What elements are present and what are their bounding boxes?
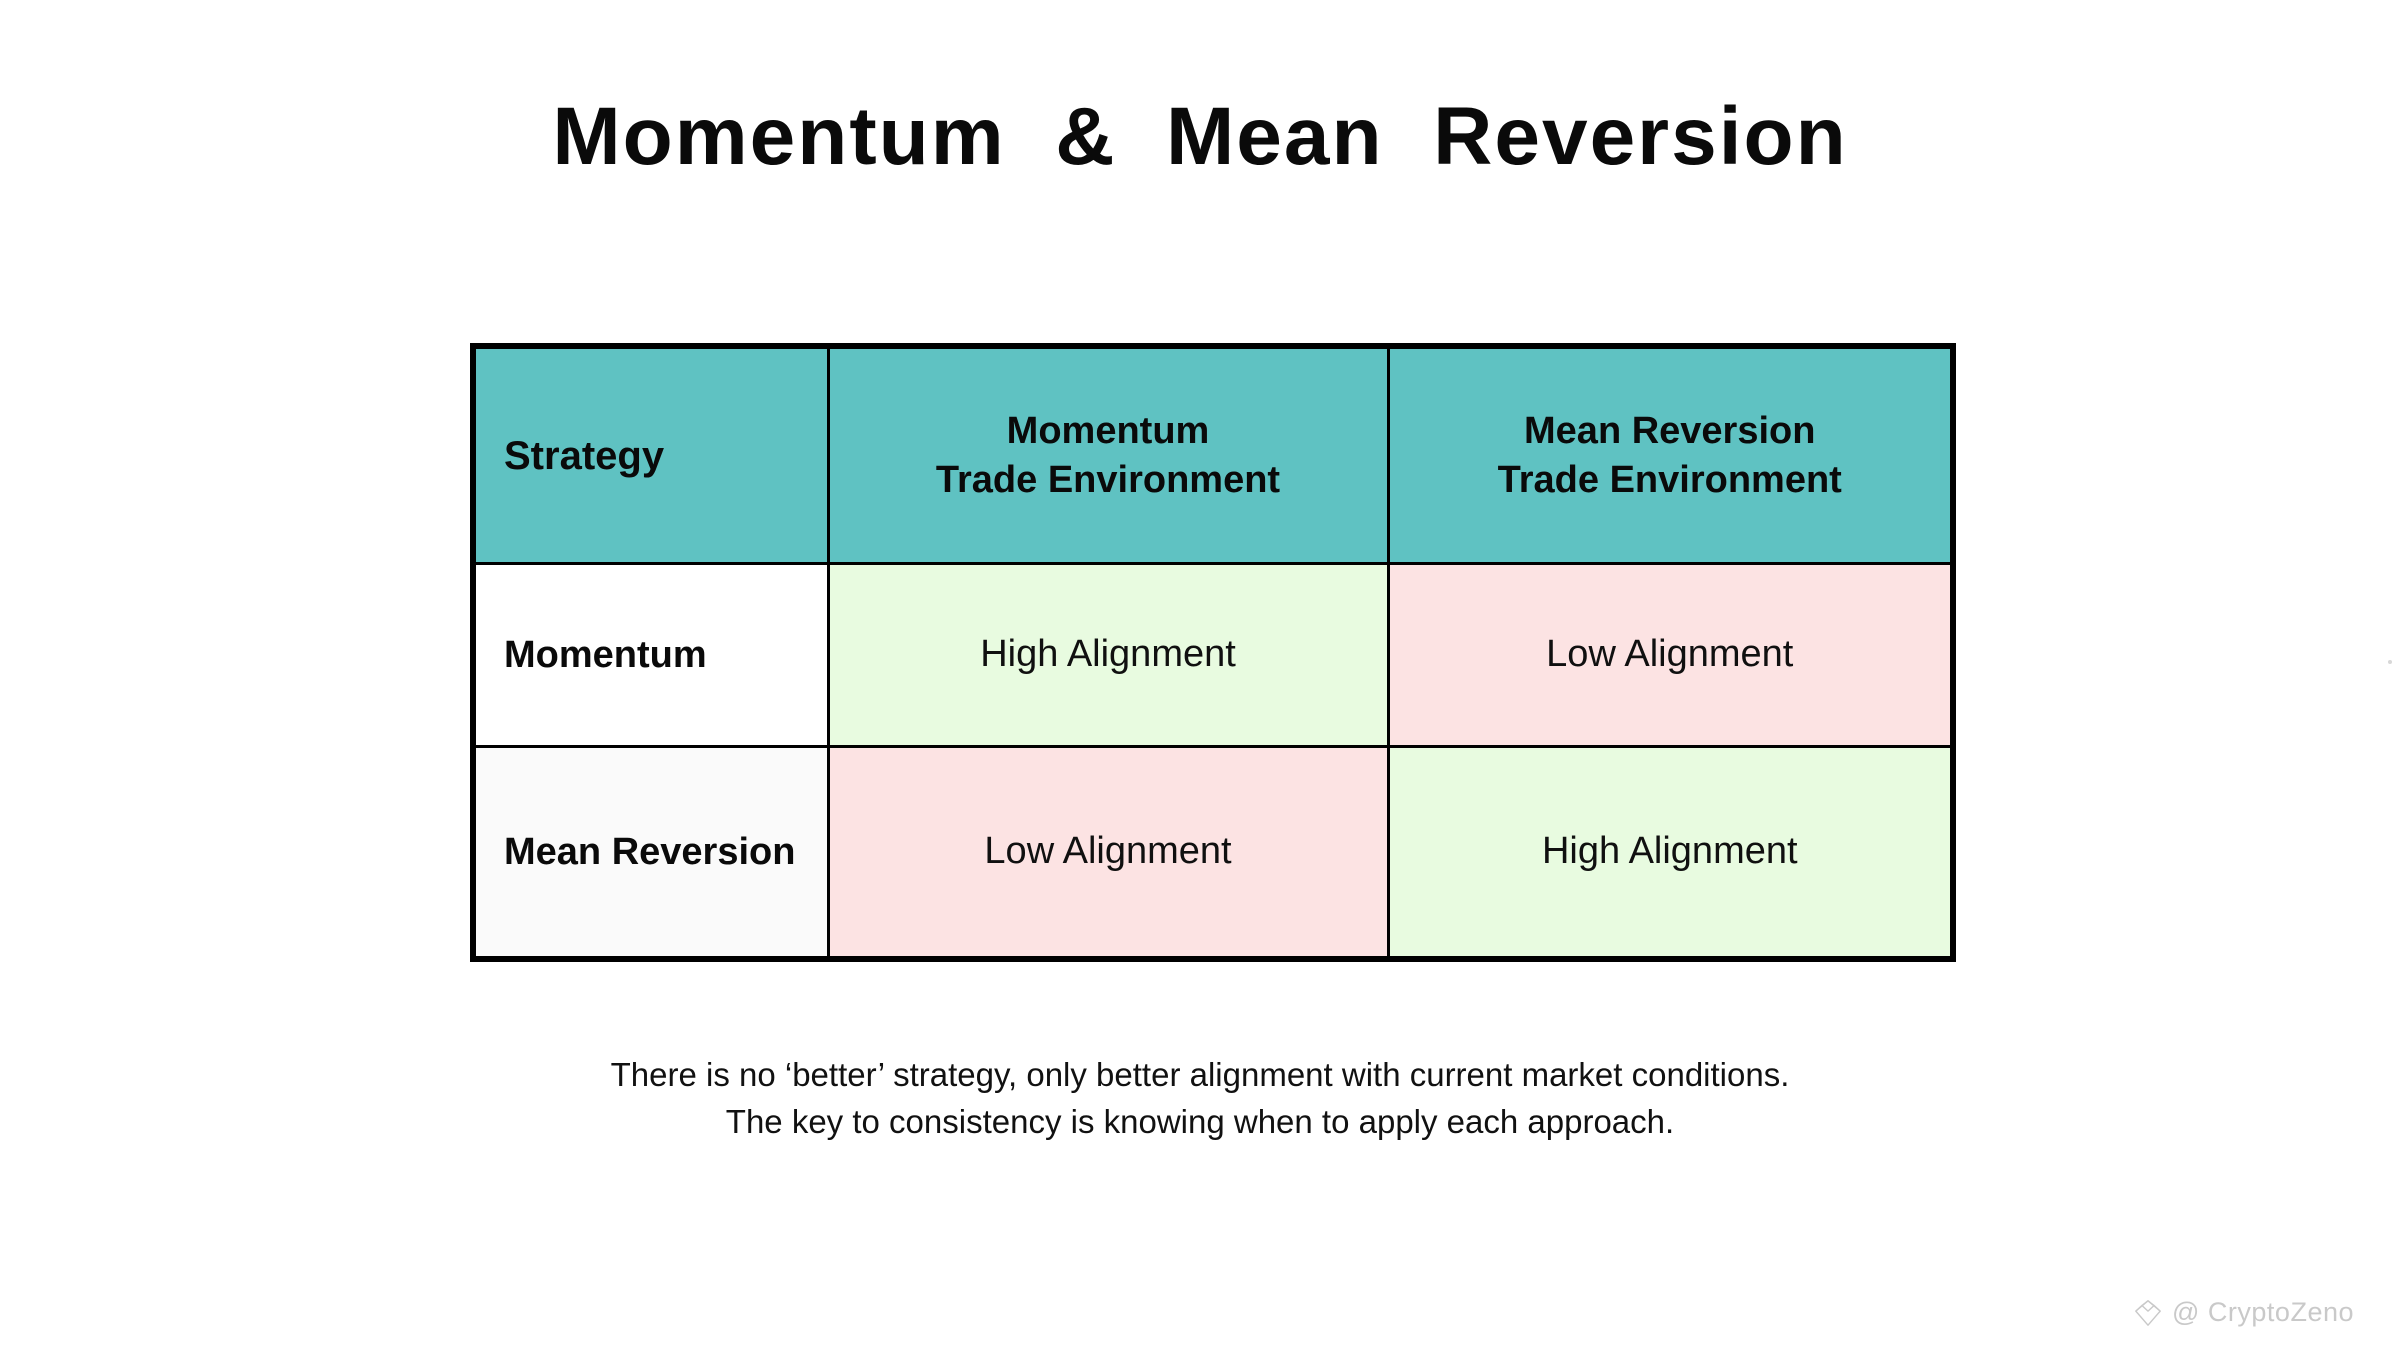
row-label-momentum: Momentum: [471, 562, 830, 748]
caption: There is no ‘better’ strategy, only bett…: [0, 1052, 2400, 1146]
column-header-momentum-line1: Momentum: [1006, 409, 1210, 452]
column-header-momentum-environment: Momentum Trade Environment: [826, 344, 1390, 565]
cell-mean-reversion-vs-momentum-env: Low Alignment: [826, 745, 1390, 961]
column-header-strategy: Strategy: [471, 344, 830, 565]
row-label-mean-reversion-line1: Mean: [504, 830, 602, 873]
column-header-mean-reversion-environment: Mean Reversion Trade Environment: [1386, 344, 1955, 565]
column-header-mean-reversion-line1: Mean Reversion: [1524, 409, 1816, 452]
column-header-mean-reversion-line2: Trade Environment: [1497, 458, 1842, 501]
watermark-handle: @ CryptoZeno: [2172, 1297, 2354, 1327]
row-label-mean-reversion-line2: Reversion: [611, 830, 796, 873]
table-header-row: Strategy Momentum Trade Environment Mean…: [471, 344, 1955, 565]
edge-artifact: [2388, 660, 2392, 664]
table-row: Mean Reversion Low Alignment High Alignm…: [471, 745, 1955, 961]
strategy-alignment-matrix: Strategy Momentum Trade Environment Mean…: [470, 343, 1956, 962]
cell-momentum-vs-momentum-env: High Alignment: [826, 562, 1390, 748]
diamond-crystal-logo-icon: [2133, 1298, 2163, 1328]
cell-momentum-vs-mean-reversion-env: Low Alignment: [1386, 562, 1955, 748]
caption-line-2: The key to consistency is knowing when t…: [725, 1102, 1675, 1140]
cell-mean-reversion-vs-mean-reversion-env: High Alignment: [1386, 745, 1955, 961]
column-header-momentum-line2: Trade Environment: [935, 458, 1281, 501]
row-label-mean-reversion: Mean Reversion: [471, 745, 830, 961]
watermark: @ CryptoZeno: [2133, 1297, 2354, 1328]
page-title: Momentum & Mean Reversion: [552, 91, 1848, 182]
table-row: Momentum High Alignment Low Alignment: [471, 562, 1955, 748]
caption-line-1: There is no ‘better’ strategy, only bett…: [610, 1056, 1790, 1093]
